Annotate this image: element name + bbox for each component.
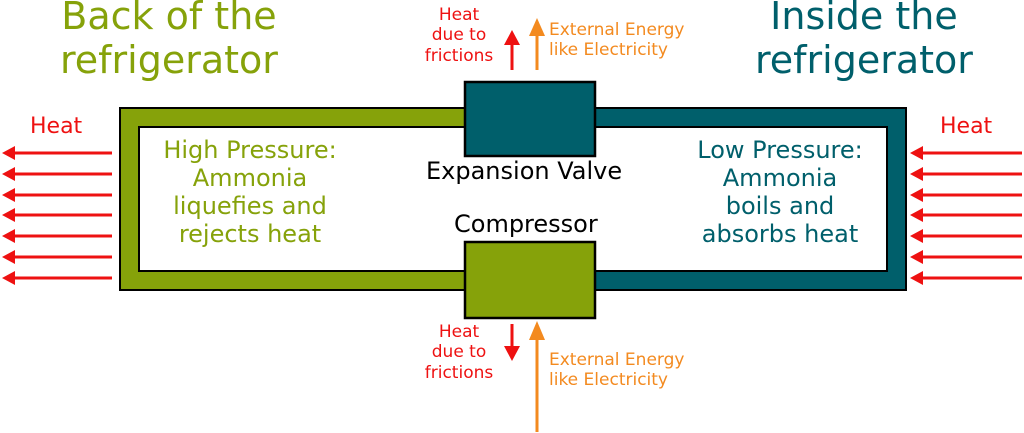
right-heat-arrow-icon (910, 167, 1022, 181)
right-heat-arrows (910, 146, 1022, 285)
teal-pipe-right (887, 108, 906, 290)
top-external-energy-arrow-icon (529, 18, 545, 70)
teal-pipe-outline (594, 107, 907, 291)
left-heat-arrow-icon (2, 271, 112, 285)
compressor-label: Compressor (454, 210, 598, 238)
teal-pipe-bottom (594, 271, 906, 290)
bottom-external-energy-note: External Energy like Electricity (549, 350, 685, 391)
expansion-valve-label: Expansion Valve (426, 157, 623, 185)
left-heat-arrow-icon (2, 188, 112, 202)
left-heat-arrow-icon (2, 208, 112, 222)
right-heat-arrow-icon (910, 229, 1022, 243)
expansion-valve-box (463, 80, 597, 158)
bottom-external-energy-arrow-icon (529, 321, 545, 432)
green-pipe-inner-outline (138, 126, 466, 272)
back-of-refrigerator-title: Back of the refrigerator (60, 0, 278, 83)
green-pipe-bottom (120, 271, 466, 290)
right-heat-arrow-icon (910, 250, 1022, 264)
low-pressure-loop (594, 107, 907, 291)
left-heat-arrow-icon (2, 250, 112, 264)
high-pressure-loop (119, 107, 466, 291)
compressor-box (463, 240, 597, 320)
left-heat-arrow-icon (2, 229, 112, 243)
left-heat-arrow-icon (2, 146, 112, 160)
green-pipe-outline (119, 107, 466, 291)
right-heat-arrow-icon (910, 208, 1022, 222)
top-friction-heat-note: Heat due to frictions (424, 5, 494, 66)
top-friction-heat-arrow-icon (504, 30, 520, 70)
green-pipe-left (120, 108, 139, 290)
right-heat-arrow-icon (910, 146, 1022, 160)
left-heat-label: Heat (30, 114, 83, 139)
right-heat-arrow-icon (910, 188, 1022, 202)
bottom-friction-heat-arrow-icon (504, 324, 520, 361)
low-pressure-label: Low Pressure: Ammonia boils and absorbs … (697, 136, 863, 249)
left-heat-arrow-icon (2, 167, 112, 181)
top-external-energy-note: External Energy like Electricity (549, 20, 685, 61)
inside-refrigerator-title: Inside the refrigerator (755, 0, 973, 83)
left-heat-arrows (2, 146, 112, 285)
right-heat-arrow-icon (910, 271, 1022, 285)
high-pressure-label: High Pressure: Ammonia liquefies and rej… (163, 136, 337, 249)
bottom-friction-heat-note: Heat due to frictions (424, 322, 494, 383)
teal-pipe-top (594, 108, 906, 127)
teal-pipe-inner-outline (594, 126, 888, 272)
right-heat-label: Heat (940, 114, 993, 139)
green-pipe-top (120, 108, 466, 127)
